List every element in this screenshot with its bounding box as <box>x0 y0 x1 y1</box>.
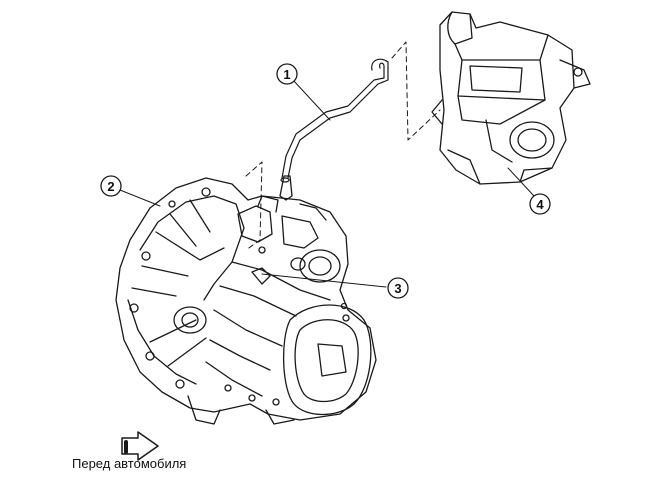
callout-3: 3 <box>387 277 409 299</box>
arrow-right-icon <box>121 431 159 461</box>
leader-lines <box>119 79 535 288</box>
transaxle-housing <box>115 175 377 425</box>
callout-1-label: 1 <box>283 67 290 82</box>
vent-fitting <box>279 175 293 201</box>
breather-fitting <box>251 267 271 285</box>
alignment-lines <box>245 41 441 251</box>
callout-1: 1 <box>276 63 298 85</box>
callout-4: 4 <box>529 193 551 215</box>
callout-4-label: 4 <box>536 197 544 212</box>
vehicle-front-caption: Перед автомобиля <box>72 456 187 471</box>
callout-2: 2 <box>100 175 122 197</box>
breather-tube <box>280 58 389 183</box>
callout-3-label: 3 <box>394 281 401 296</box>
air-filter-housing <box>431 11 591 185</box>
callout-2-label: 2 <box>107 179 114 194</box>
